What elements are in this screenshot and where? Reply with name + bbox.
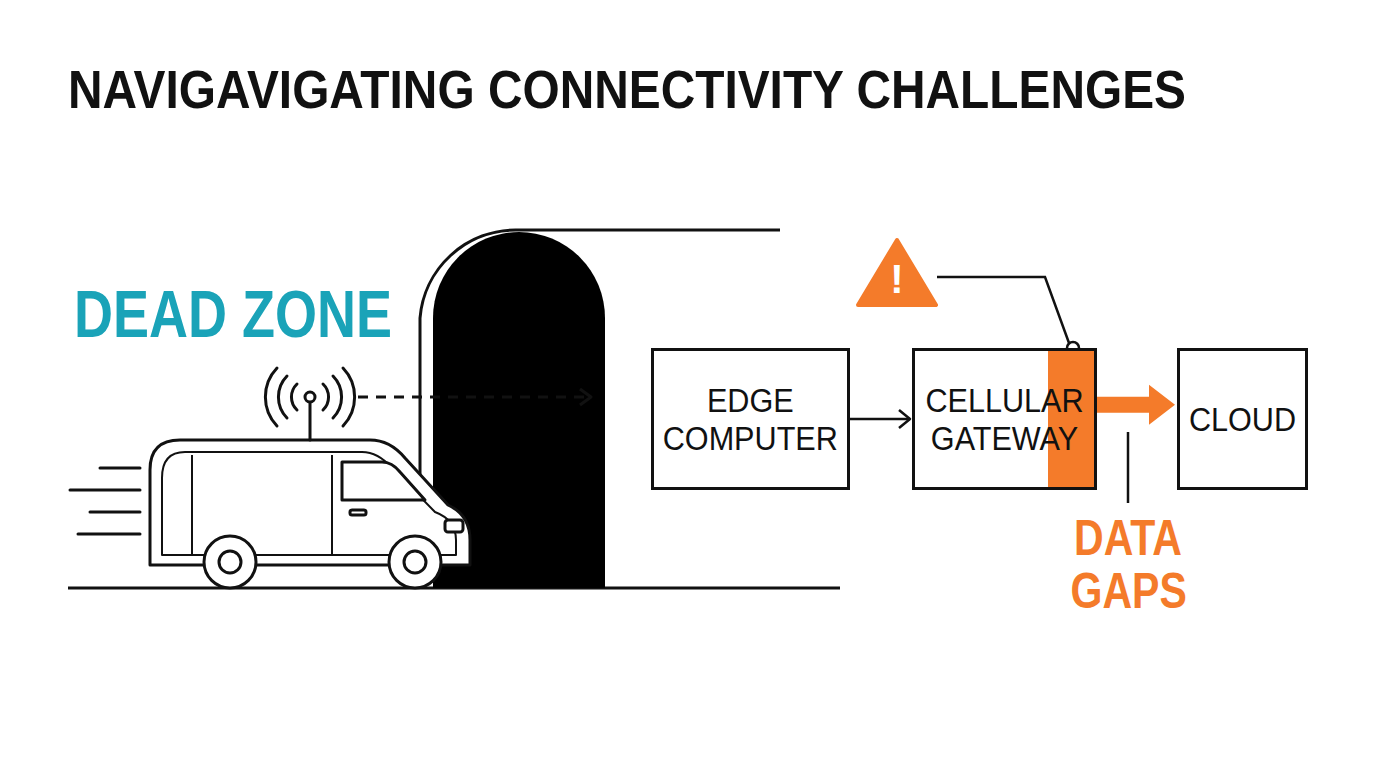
signal-arrow [358,389,591,405]
process-box: EDGE COMPUTER [651,348,850,490]
warning-triangle [858,240,936,305]
box-text: EDGE COMPUTER [663,381,838,457]
leader-line [1127,432,1130,503]
zone-label: DEAD ZONE [74,280,392,349]
cloud-box: CLOUD [1177,348,1308,490]
speed-lines [70,468,140,534]
gap-label: DATA GAPS [1071,512,1186,617]
data-flow-arrow [1097,385,1175,425]
title: NAVIGAVIGATING CONNECTIVITY CHALLENGES [68,62,1186,116]
warning-mark: ! [885,258,909,300]
connector-arrow [850,410,910,428]
box-text: CLOUD [1189,400,1296,438]
van [150,440,470,588]
box-text: CELLULAR GATEWAY [924,381,1085,457]
gateway-box: CELLULAR GATEWAY [912,348,1097,490]
antenna [265,368,354,440]
leader-line [937,277,1069,343]
